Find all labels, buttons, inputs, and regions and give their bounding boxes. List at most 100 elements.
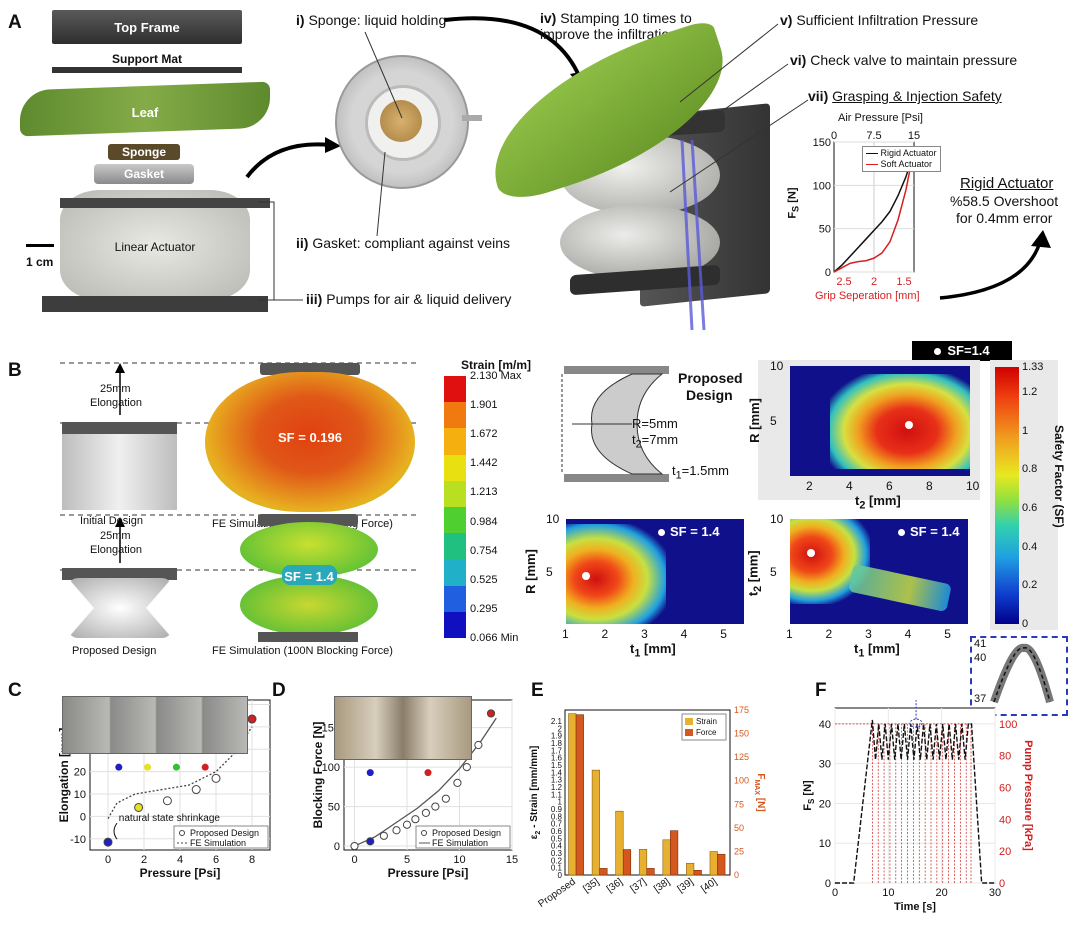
- e-chart-y-tick: 0.6: [551, 827, 563, 836]
- heatmap-y-tick: 10: [770, 512, 784, 526]
- a-chart-y-tick: 100: [813, 180, 831, 192]
- heatmap-ylabel: R [mm]: [523, 549, 538, 594]
- strain-colorbar: [444, 376, 466, 639]
- sf-colorbar-tick: 0.4: [1022, 540, 1038, 553]
- heatmap-ylabel-part: 2: [752, 585, 765, 592]
- e-chart: 00.10.20.30.40.50.60.70.80.911.11.21.31.…: [529, 705, 766, 910]
- heatmap-xlabel-part: 1: [858, 647, 865, 660]
- e-chart-y2-tick: 25: [734, 846, 744, 856]
- heatmap-2: [566, 519, 744, 624]
- design-t2-val: =7mm: [641, 432, 679, 447]
- fe2-body-lower: [240, 575, 378, 635]
- f-chart-ylabel: FS [N]: [802, 780, 816, 811]
- a-chart-top-tick: 15: [908, 130, 920, 142]
- f-chart-ylabel-right: Pump Pressure [kPa]: [1022, 740, 1034, 851]
- design-sketch: [561, 366, 669, 482]
- a-legend-rigid: Rigid Actuator: [866, 148, 937, 159]
- heatmap-2-sf-text: SF = 1.4: [670, 524, 720, 539]
- c-chart-x-tick: 0: [105, 854, 111, 866]
- e-chart-y-tick: 0.4: [551, 842, 563, 851]
- heatmap-3-sf-label: SF = 1.4: [898, 524, 960, 539]
- heatmap-xlabel-part: [mm]: [864, 641, 900, 656]
- e-chart-bar-force: [717, 853, 726, 876]
- heatmap-x-tick: 3: [641, 627, 648, 641]
- top-frame-label: Top Frame: [114, 20, 180, 35]
- strain-tick: 1.442: [470, 457, 498, 470]
- d-chart-point: [379, 831, 389, 840]
- design-t2: t2=7mm: [632, 432, 678, 451]
- heatmap-x-tick: 5: [720, 627, 727, 641]
- strain-color-swatch: [444, 376, 466, 403]
- c-chart-fe-line: [107, 726, 253, 819]
- c-chart-x-tick: 6: [213, 854, 219, 866]
- a-chart-ylabel-unit: [N]: [786, 187, 799, 206]
- callout-iv: iv) Stamping 10 times to improve the inf…: [540, 10, 740, 42]
- c-chart-point: [134, 802, 144, 812]
- f-chart-y-tick: 20: [819, 798, 831, 810]
- e-chart-bar-strain: [615, 810, 624, 876]
- e-chart-y-tick: 2.1: [551, 717, 563, 726]
- a-chart-x-tick: 2: [871, 276, 877, 288]
- strain-color-swatch: [444, 611, 466, 639]
- d-chart-color-dot: [424, 769, 432, 777]
- elong1-b: Elongation: [90, 397, 142, 409]
- scale-bar: [26, 244, 54, 247]
- strain-color-swatch: [444, 454, 466, 482]
- e-chart-category-label: Proposed: [536, 876, 577, 910]
- c-chart-point: [211, 773, 221, 783]
- c-chart-y-tick: -10: [70, 834, 86, 846]
- e-chart-y-tick: 2: [558, 724, 563, 733]
- proposed-design-body: [68, 578, 172, 638]
- sponge: [108, 144, 180, 160]
- f-chart-y2-tick: 60: [999, 783, 1011, 795]
- strain-title: Strain [m/m]: [461, 358, 532, 372]
- heatmap-x-tick: 3: [865, 627, 872, 641]
- scale-bar-label: 1 cm: [26, 255, 54, 269]
- a-chart-ylabel-sub: S: [790, 205, 801, 212]
- design-title1: Proposed: [678, 370, 743, 386]
- heatmap-y-tick: 10: [546, 512, 560, 526]
- f-chart-y-tick: 0: [825, 878, 831, 890]
- c-chart-point: [162, 796, 172, 806]
- c-chart-color-dot: [172, 763, 180, 771]
- f-chart-frame: [834, 707, 996, 884]
- topview-sponge: [380, 100, 422, 142]
- a-legend-soft-label: Soft Actuator: [880, 159, 933, 169]
- d-chart-legend-label: Proposed Design: [432, 828, 501, 838]
- a-chart-top-tick: 0: [831, 130, 837, 142]
- arrow-stack-to-topview: [245, 137, 341, 179]
- sf-colorbar-tick: 0.2: [1022, 579, 1038, 592]
- sf-legend-dot-icon: [934, 348, 942, 355]
- e-chart-legend-label: Strain: [696, 717, 717, 726]
- d-chart-y-tick: 0: [334, 841, 340, 853]
- fe2-base: [258, 632, 358, 642]
- e-chart-legend-label: Force: [696, 728, 717, 737]
- design-t2-main: t: [632, 432, 636, 447]
- proposed-design-label: Proposed Design: [72, 645, 157, 657]
- c-chart-x-tick: 8: [249, 854, 255, 866]
- heatmap-x-tick: 2: [601, 627, 609, 641]
- strain-color-swatch: [444, 507, 466, 534]
- a-chart-x-tick: 1.5: [896, 276, 911, 288]
- d-chart-point: [441, 794, 450, 803]
- strain-color-swatch: [444, 428, 466, 456]
- sponge-label: Sponge: [122, 145, 166, 159]
- e-chart-ylabel-right: FMAX [N]: [753, 773, 766, 811]
- e-chart-bar-strain: [591, 769, 600, 876]
- heatmap-1-sf-marker: [905, 421, 913, 429]
- sf-colorbar: [995, 367, 1019, 624]
- f-chart-force-line: [835, 719, 995, 884]
- initial-design-label: Initial Design: [80, 515, 143, 527]
- arrow-to-rigid: [939, 230, 1051, 300]
- d-chart-point: [411, 815, 420, 824]
- fe2-sf: SF = 1.4: [284, 569, 334, 584]
- c-chart-legend-box: [173, 825, 269, 849]
- callout-vi-text: Check valve to maintain pressure: [810, 52, 1018, 68]
- d-chart-x-tick: 0: [351, 854, 357, 866]
- zoom-inset: 41 40 37: [970, 636, 1068, 716]
- d-chart-x-tick: 10: [453, 854, 465, 866]
- strain-tick: 0.754: [470, 544, 498, 557]
- fe2-neck: [282, 565, 337, 585]
- f-chart-zoom-marker: [909, 718, 923, 728]
- f-chart-y-tick: 30: [819, 759, 831, 771]
